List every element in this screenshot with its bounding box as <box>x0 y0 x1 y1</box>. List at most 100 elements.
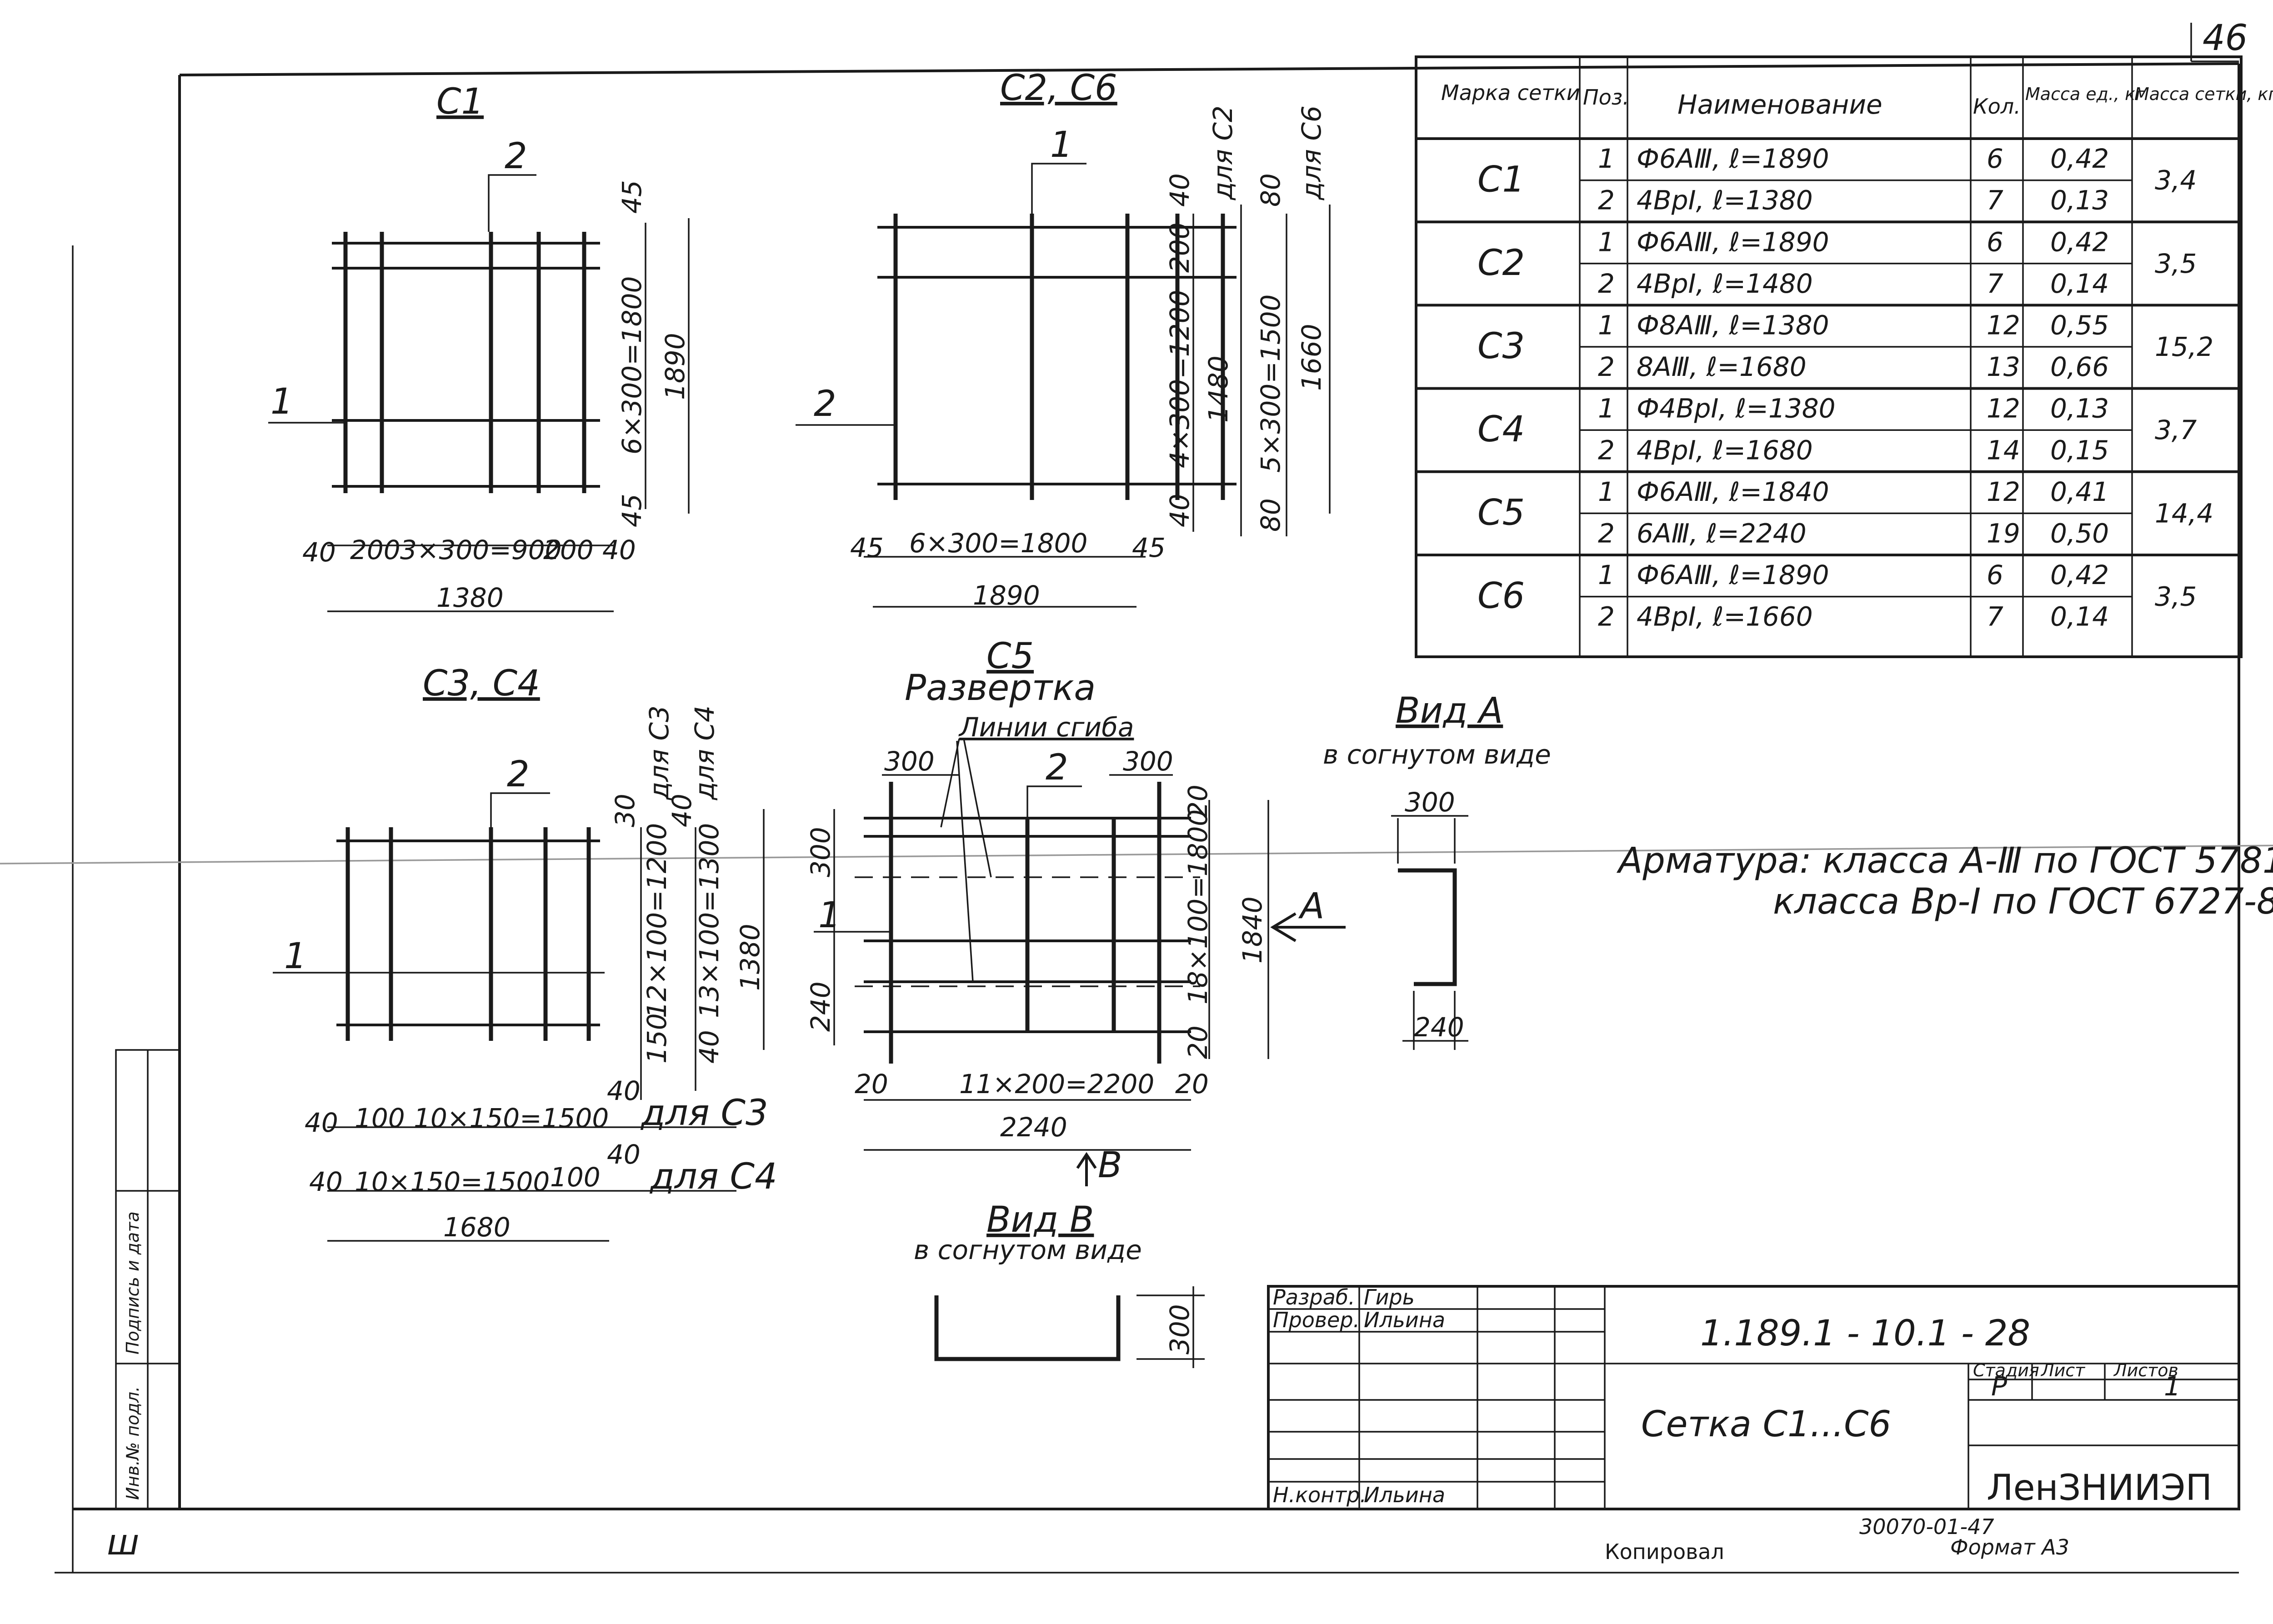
spec-pos: 1 <box>1598 310 1615 341</box>
c1-dim-h-3: 3×300=900 <box>400 535 562 565</box>
spec-mark: С2 <box>1477 243 1525 284</box>
spec-header-qty: Кол. <box>1973 94 2021 119</box>
c3c4-for-c4: для С4 <box>689 705 720 800</box>
c2c6-dim-b1: 80 <box>1255 173 1286 207</box>
spec-total-mass: 3,5 <box>2155 581 2197 612</box>
c3c4-dim-h-total: 1680 <box>443 1212 511 1243</box>
c3c4-c3-row-2: 100 <box>355 1103 405 1134</box>
c5-title: С5 <box>986 636 1034 677</box>
spec-qty: 6 <box>1987 226 2003 257</box>
spec-qty: 19 <box>1987 518 2020 549</box>
c5-dim-v-total: 1840 <box>1237 896 1268 964</box>
c5-arrow-a: А <box>1298 886 1324 927</box>
tb-sheets: 1 <box>2164 1371 2181 1402</box>
c3c4-c4-row-2: 10×150=1500 <box>355 1166 550 1197</box>
spec-item-name: 6АⅢ, ℓ=2240 <box>1637 518 1807 549</box>
spec-unit-mass: 0,41 <box>2050 476 2109 507</box>
spec-pos: 2 <box>1598 435 1615 465</box>
side-stamp: Подпись и дата Инв.№ подл. <box>115 1049 180 1510</box>
footer-order: 30070-01-47 <box>1859 1514 1994 1539</box>
spec-qty: 7 <box>1987 185 2003 216</box>
c2c6-dim-b-total: 1660 <box>1296 324 1327 391</box>
spec-header-name: Наименование <box>1677 89 1882 120</box>
view-a-dim-bottom: 240 <box>1414 1012 1464 1043</box>
c2c6-dim-a4: 40 <box>1164 494 1195 527</box>
c2c6-dim-a1: 40 <box>1164 173 1195 207</box>
spec-unit-mass: 0,14 <box>2050 601 2109 632</box>
footer-copied: Копировал <box>1605 1539 1724 1564</box>
c5-dim-h-left: 20 <box>855 1069 888 1099</box>
c2c6-dim-a3: 4×300=1200 <box>1164 290 1195 468</box>
view-c5: С5 Развертка Линии сгиба 2 1 300 300 300… <box>805 636 1346 1186</box>
spec-header-unit-mass: Масса ед., кг <box>2025 84 2145 104</box>
spec-pos: 2 <box>1598 351 1615 382</box>
note-line-2: класса Вр-Ⅰ по ГОСТ 6727-80*. <box>1773 881 2273 922</box>
spec-qty: 7 <box>1987 268 2003 299</box>
c3c4-c4-row-1: 40 <box>309 1166 343 1197</box>
spec-total-mass: 3,7 <box>2155 415 2197 445</box>
view-b-dim: 300 <box>1164 1304 1195 1354</box>
sheet-number: 46 <box>2203 18 2248 59</box>
spec-unit-mass: 0,13 <box>2050 185 2109 216</box>
spec-unit-mass: 0,42 <box>2050 560 2109 590</box>
view-a: Вид А в согнутом виде 300 240 <box>1323 690 1551 1050</box>
c3c4-dim-v-c3: 12×100=1200 <box>641 823 672 1018</box>
spec-pos: 1 <box>1598 393 1615 424</box>
view-a-dim-top: 300 <box>1405 787 1455 818</box>
c1-dim-v-total: 1890 <box>660 333 691 400</box>
tb-role-2: Провер. <box>1273 1308 1360 1332</box>
c5-bend-lines: Линии сгиба <box>958 712 1134 743</box>
view-a-title: Вид А <box>1396 690 1503 731</box>
c3c4-c4-row-4: 40 <box>607 1139 641 1170</box>
c3c4-c4-row-3: 100 <box>550 1162 601 1193</box>
c1-dim-h-1: 40 <box>302 537 336 568</box>
c3c4-c4-row-label: для С4 <box>649 1156 777 1197</box>
spec-header-total-mass: Масса сетки, кг <box>2134 84 2273 104</box>
spec-total-mass: 15,2 <box>2155 331 2213 362</box>
c2c6-dim-a-total: 1480 <box>1203 355 1234 423</box>
view-b-title: Вид В <box>986 1199 1094 1240</box>
view-c1: С1 2 1 45 6×300=1800 1890 45 40 200 3×30… <box>268 81 691 613</box>
spec-item-name: 4ВрⅠ, ℓ=1660 <box>1637 601 1813 632</box>
spec-unit-mass: 0,13 <box>2050 393 2109 424</box>
c2c6-for-c6: для С6 <box>1296 105 1327 200</box>
c2c6-for-c2: для С2 <box>1207 105 1238 200</box>
note-line-1: Арматура: класса А-Ⅲ по ГОСТ 5781-82*, <box>1616 840 2273 881</box>
c5-dim-v-bot: 20 <box>1182 1025 1213 1059</box>
c3c4-dim-v-bot4: 40 <box>694 1030 725 1064</box>
view-c3-c4: С3, С4 2 1 для С3 для С4 30 40 12×100=12… <box>273 663 777 1243</box>
c2c6-dim-h-total: 1890 <box>973 580 1040 611</box>
spec-pos: 1 <box>1598 226 1615 257</box>
spec-qty: 6 <box>1987 560 2003 590</box>
spec-item-name: Ф6АⅢ, ℓ=1890 <box>1637 143 1829 174</box>
spec-total-mass: 3,4 <box>2155 165 2197 196</box>
notes: Арматура: класса А-Ⅲ по ГОСТ 5781-82*, к… <box>1616 840 2273 922</box>
spec-mark: С6 <box>1477 576 1525 617</box>
c5-dim-h-right: 20 <box>1175 1069 1209 1099</box>
tb-title: Сетка С1...С6 <box>1641 1404 1891 1445</box>
tb-stage-header: Стадия <box>1973 1360 2039 1380</box>
spec-item-name: Ф6АⅢ, ℓ=1890 <box>1637 560 1829 590</box>
footer: 30070-01-47 Копировал Формат А3 <box>1605 1514 2069 1564</box>
c3c4-c3-row-1: 40 <box>305 1107 338 1138</box>
c5-subtitle: Развертка <box>905 668 1096 709</box>
spec-unit-mass: 0,14 <box>2050 268 2109 299</box>
view-b: Вид В в согнутом виде 300 <box>914 1199 1205 1368</box>
c3c4-dim-v-top4: 40 <box>666 794 697 827</box>
c3c4-pos1: 1 <box>284 936 307 977</box>
side-stamp-label-1: Подпись и дата <box>123 1211 143 1354</box>
side-stamp-label-2: Инв.№ подл. <box>123 1386 143 1500</box>
spec-qty: 12 <box>1987 393 2020 424</box>
spec-item-name: Ф8АⅢ, ℓ=1380 <box>1637 310 1829 341</box>
tb-name-1: Гирь <box>1364 1285 1415 1309</box>
spec-item-name: Ф4ВрⅠ, ℓ=1380 <box>1637 393 1836 424</box>
c2c6-dim-h-mid: 6×300=1800 <box>909 528 1087 559</box>
spec-item-name: 4ВрⅠ, ℓ=1480 <box>1637 268 1813 299</box>
c2c6-dim-h-right: 45 <box>1132 532 1166 563</box>
spec-qty: 12 <box>1987 310 2020 341</box>
c5-dim-top-right: 300 <box>1123 746 1173 777</box>
c5-dim-h-mid: 11×200=2200 <box>959 1069 1154 1099</box>
c5-dim-v-top: 20 <box>1182 785 1213 818</box>
spec-table: Марка сетки Поз. Наименование Кол. Масса… <box>1415 55 2273 658</box>
